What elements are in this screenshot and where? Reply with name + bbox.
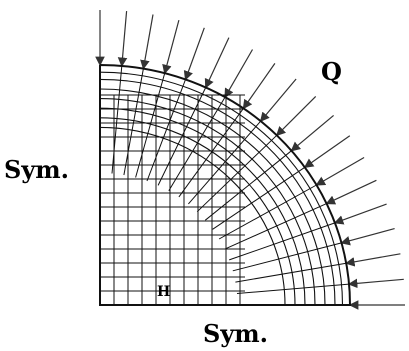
pressure-arrow [275, 95, 317, 137]
pressure-arrow [183, 27, 205, 81]
mesh-radial-line [168, 96, 226, 191]
mesh-radial-line [111, 65, 123, 174]
inner-mark-label: H [157, 284, 170, 300]
pressure-arrow [303, 135, 351, 168]
load-label: Q [321, 57, 342, 86]
mesh-radial-line [123, 68, 144, 176]
pressure-arrow [117, 11, 128, 68]
pressure-arrow [204, 37, 230, 89]
mesh-radial-line [196, 134, 278, 213]
mesh-radial-line [212, 166, 306, 230]
fe-mesh [99, 64, 352, 306]
mesh-radial-line [235, 262, 347, 283]
pressure-arrow [162, 19, 180, 75]
mesh-radial-line [229, 222, 336, 261]
pressure-arrow [333, 203, 387, 225]
pressure-arrow [315, 156, 365, 186]
pressure-arrow [259, 78, 297, 123]
mesh-radial-line [218, 184, 317, 240]
pressure-arrow [224, 49, 254, 99]
mesh-radial-line [146, 79, 186, 182]
pressure-arrows [95, 10, 405, 310]
mesh-radial-line [236, 283, 350, 294]
left-symmetry-label: Sym. [4, 155, 69, 184]
mesh-radial-line [135, 73, 166, 178]
pressure-arrow [290, 114, 334, 152]
pressure-arrow [345, 253, 401, 267]
mesh-radial-line [204, 150, 292, 221]
pressure-arrow [325, 179, 377, 205]
pressure-arrow [242, 63, 276, 110]
pressure-arrow [140, 14, 154, 70]
mesh-radial-line [232, 242, 342, 272]
pressure-arrow [340, 228, 395, 246]
mesh-radial-line [188, 120, 262, 205]
bottom-symmetry-label: Sym. [203, 319, 268, 348]
pressure-arrow [347, 278, 404, 289]
mesh-radial-line [224, 203, 327, 250]
mesh-boundary [99, 64, 352, 306]
